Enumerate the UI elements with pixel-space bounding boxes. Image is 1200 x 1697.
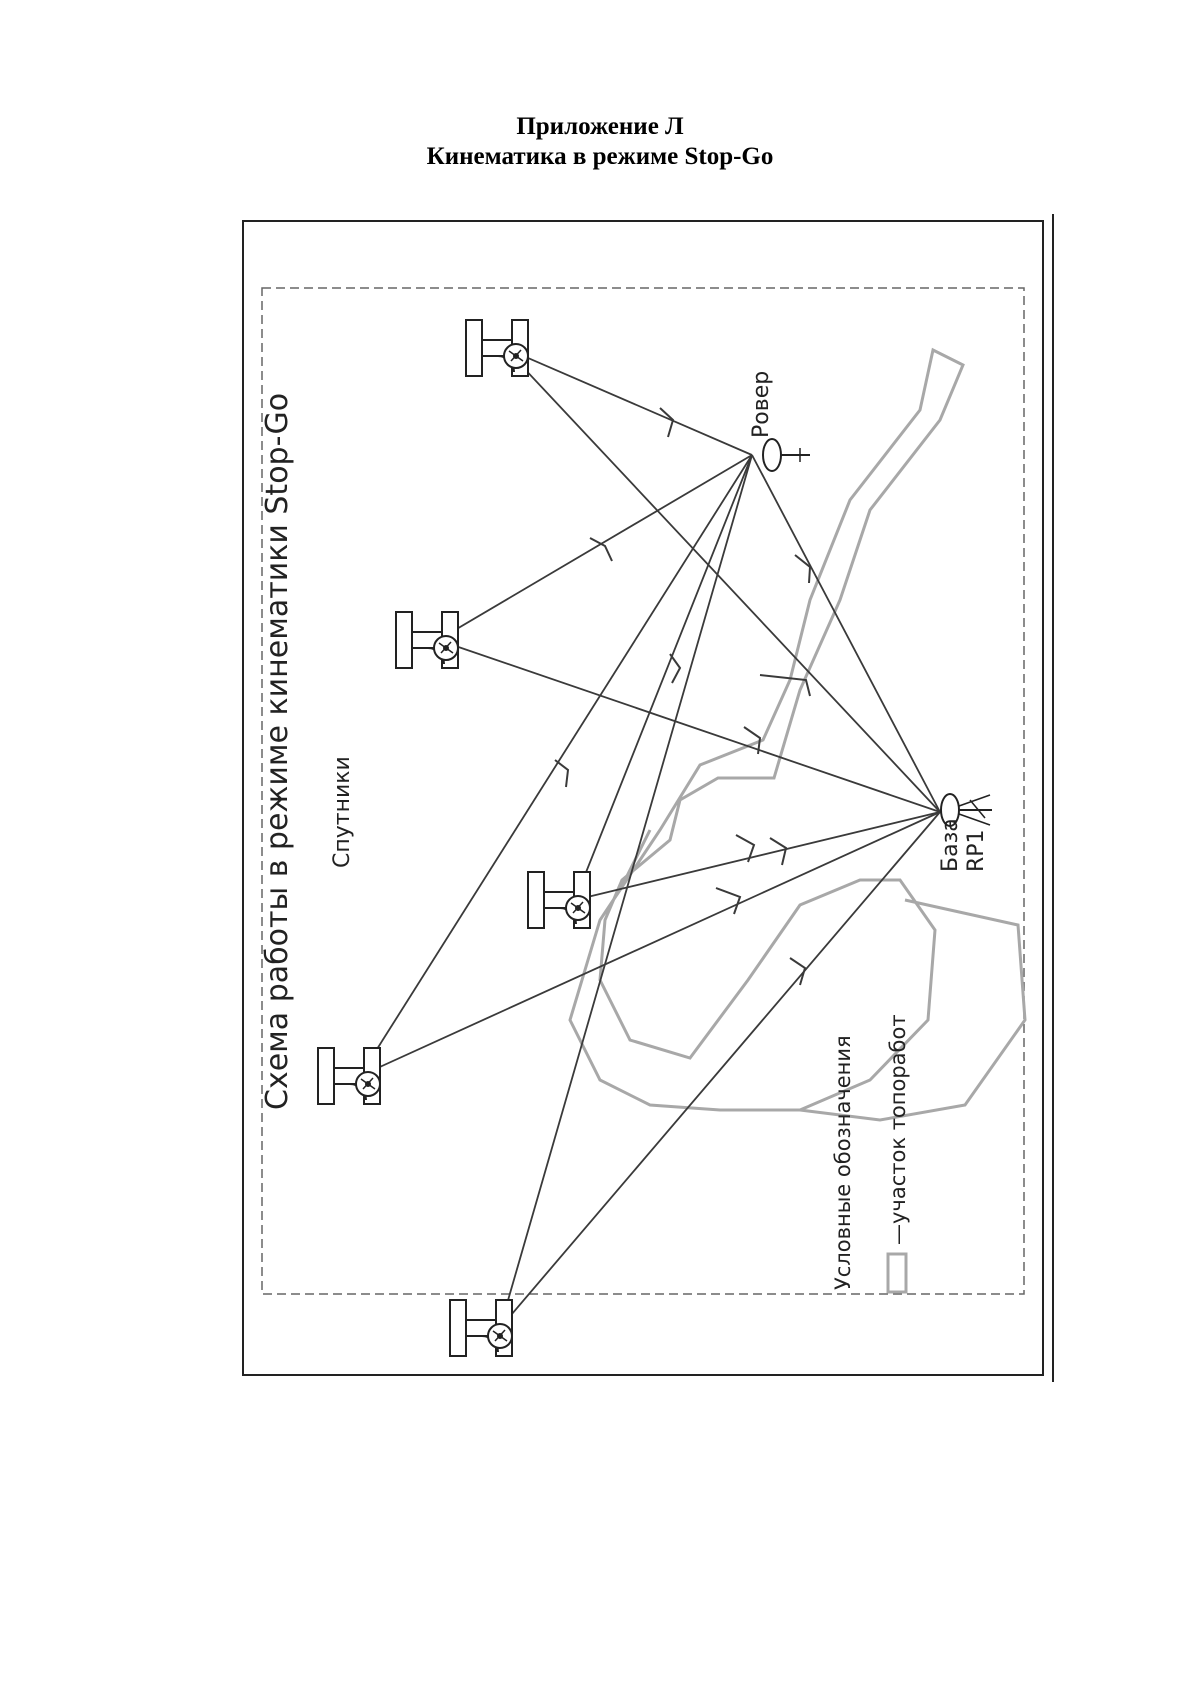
base-label: База [938, 818, 963, 872]
section-title: Кинематика в режиме Stop-Go [426, 143, 774, 170]
signal-lines [359, 347, 941, 1329]
direction-arrows [554, 407, 812, 986]
diagram-heading: Схема работы в режиме кинематики Stop-Go [260, 393, 295, 1110]
satellite-icon [395, 611, 459, 669]
satellite-icon [449, 1299, 513, 1357]
rover-label: Ровер [749, 371, 774, 438]
inner-frame [261, 287, 1025, 1295]
legend-swatch [886, 1252, 908, 1294]
survey-area [568, 347, 1027, 1122]
base-icon [940, 793, 992, 827]
satellites-label: Спутники [330, 756, 355, 868]
rover-icon [762, 438, 810, 472]
satellite-icon [317, 1047, 381, 1105]
satellite-icon [465, 319, 529, 377]
base-code-label: RP1 [964, 829, 989, 872]
legend-title: Условные обозначения [831, 1035, 855, 1290]
legend-item: —участок топоработ [886, 1014, 910, 1245]
outer-frame [242, 220, 1044, 1376]
appendix-title: Приложение Л [516, 113, 684, 140]
page-header: Приложение Л Кинематика в режиме Stop-Go [0, 112, 1200, 172]
satellite-icon [527, 871, 591, 929]
